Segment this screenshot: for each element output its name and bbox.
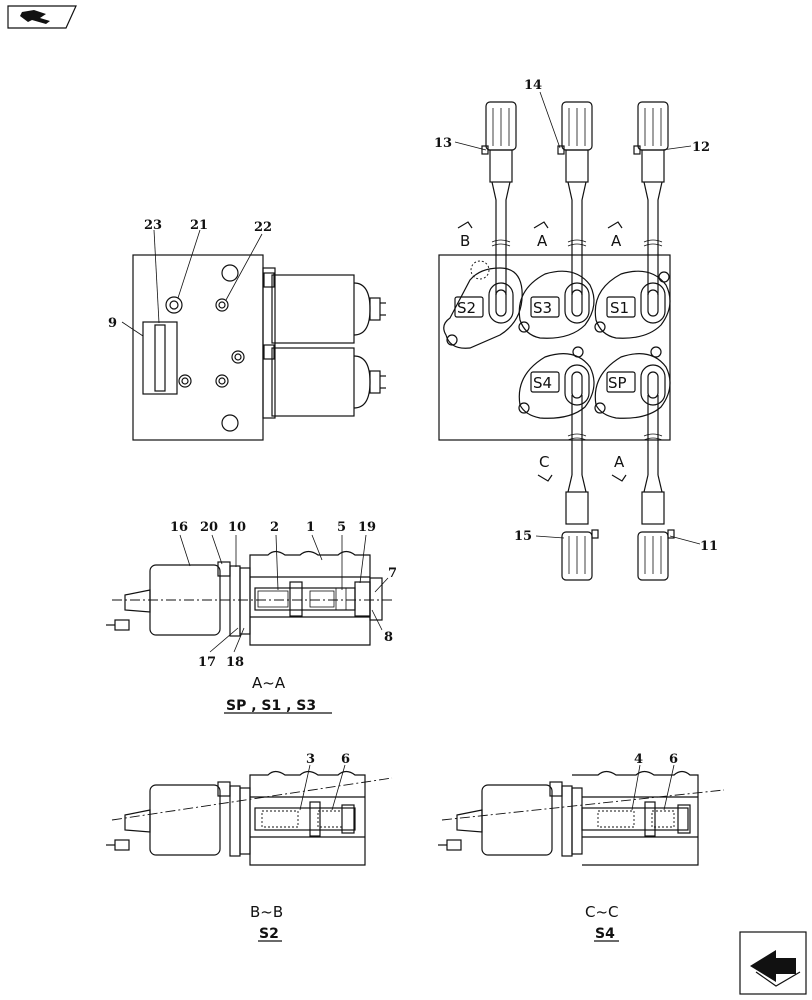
callout-13: 13 [434, 136, 452, 151]
connector-14 [557, 101, 593, 250]
valve-s4 [518, 346, 595, 419]
view-title-cc: C~C [585, 903, 619, 921]
section-mark-a-1: A [537, 232, 548, 250]
callout-6-cc: 6 [669, 752, 678, 767]
callout-4: 4 [634, 752, 643, 767]
section-mark-a-3: A [614, 453, 625, 471]
callout-17: 17 [198, 655, 216, 670]
valve-label-s2: S2 [457, 299, 476, 317]
valve-sp [594, 346, 671, 419]
callout-labels: 23 21 22 9 14 13 12 15 11 16 20 10 2 1 5… [108, 78, 718, 767]
view-titles: A~A SP , S1 , S3 B~B S2 C~C S4 [224, 674, 619, 942]
callout-7: 7 [388, 566, 397, 581]
callout-21: 21 [190, 218, 208, 233]
next-page-arrow-icon[interactable] [739, 931, 807, 995]
connector-15 [561, 474, 599, 581]
view-title-bb: B~B [250, 903, 283, 921]
section-mark-c: C [539, 453, 549, 471]
view-title-aa: A~A [252, 674, 286, 692]
view-subtitle-cc: S4 [595, 926, 615, 942]
section-mark-b: B [460, 232, 470, 250]
callout-16: 16 [170, 520, 188, 535]
connector-12 [633, 101, 669, 250]
callout-15: 15 [514, 529, 532, 544]
valve-labels: S2 S3 S1 S4 SP [457, 299, 629, 392]
callout-14: 14 [524, 78, 542, 93]
valve-block-side-view [121, 229, 386, 441]
callout-11: 11 [700, 539, 718, 554]
valve-label-s1: S1 [610, 299, 629, 317]
valve-label-s3: S3 [533, 299, 552, 317]
section-cc [438, 764, 725, 866]
view-subtitle-bb: S2 [259, 926, 279, 942]
valve-block-top-view [438, 91, 701, 581]
callout-22: 22 [254, 220, 272, 235]
callout-19: 19 [358, 520, 376, 535]
section-mark-a-2: A [611, 232, 622, 250]
valve-s3 [518, 270, 595, 339]
book-nav-icon[interactable] [7, 5, 77, 29]
connector-11 [637, 474, 675, 581]
callout-1: 1 [306, 520, 315, 535]
section-aa [106, 534, 395, 653]
callout-20: 20 [200, 520, 218, 535]
valve-label-sp: SP [608, 374, 627, 392]
callout-5: 5 [337, 520, 346, 535]
callout-23: 23 [144, 218, 162, 233]
valve-s1 [594, 270, 671, 339]
section-bb [106, 764, 393, 866]
callout-9: 9 [108, 316, 117, 331]
section-marks: B A A C A [460, 232, 625, 471]
callout-12: 12 [692, 140, 710, 155]
view-subtitle-aa: SP , S1 , S3 [226, 698, 316, 714]
connector-13 [481, 101, 517, 250]
callout-10: 10 [228, 520, 246, 535]
valve-s2 [443, 260, 523, 349]
callout-3: 3 [306, 752, 315, 767]
callout-8: 8 [384, 630, 393, 645]
valve-label-s4: S4 [533, 374, 552, 392]
callout-18: 18 [226, 655, 244, 670]
callout-2: 2 [270, 520, 279, 535]
callout-6-bb: 6 [341, 752, 350, 767]
